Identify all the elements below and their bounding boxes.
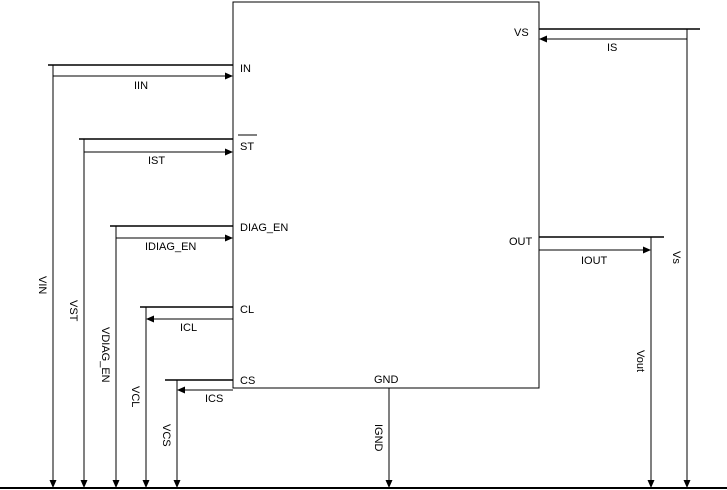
voltage-label-vcl: VCL [129, 386, 141, 407]
current-label-ignd: IGND [372, 424, 384, 452]
current-label-ist: IST [148, 155, 165, 167]
gnd-branch: GND IGND [372, 374, 399, 488]
ic-block [232, 1, 540, 389]
vout-arrow-icon [647, 480, 655, 488]
pin-label-st: ST [240, 141, 254, 153]
pin-label-cs: CS [240, 375, 255, 387]
current-label-iin: IIN [134, 80, 148, 92]
cl-branch: CL ICL VCL [129, 304, 254, 488]
voltage-label-vdiag-en: VDIAG_EN [99, 327, 111, 383]
voltage-label-vcs: VCS [160, 424, 172, 447]
vst-arrow-icon [80, 480, 88, 488]
ignd-arrow-icon [385, 480, 393, 488]
is-arrow-icon [539, 35, 547, 43]
idiag-en-arrow-icon [225, 234, 233, 242]
current-label-idiag-en: IDIAG_EN [145, 241, 196, 253]
current-label-iout: IOUT [581, 255, 608, 267]
st-branch: ST IST VST [67, 134, 257, 488]
voltage-label-vs: Vs [670, 251, 682, 264]
diag-en-branch: DIAG_EN IDIAG_EN VDIAG_EN [99, 222, 288, 488]
current-label-is: IS [607, 42, 617, 54]
icl-arrow-icon [146, 315, 154, 323]
voltage-label-vout: Vout [634, 350, 646, 372]
pin-label-in: IN [240, 63, 251, 75]
cs-branch: CS ICS VCS [160, 375, 255, 488]
vcl-arrow-icon [142, 480, 150, 488]
voltage-label-vst: VST [67, 300, 79, 322]
pin-label-gnd: GND [374, 374, 399, 386]
current-label-ics: ICS [205, 393, 223, 405]
pin-label-out: OUT [509, 236, 533, 248]
iout-arrow-icon [643, 246, 651, 254]
vcs-arrow-icon [173, 480, 181, 488]
vdiag-en-arrow-icon [112, 480, 120, 488]
voltage-label-vin: VIN [36, 276, 48, 294]
vin-arrow-icon [49, 480, 57, 488]
out-branch: OUT IOUT Vout [509, 236, 664, 488]
ics-arrow-icon [177, 386, 185, 394]
in-branch: IN IIN VIN [36, 63, 251, 488]
current-label-icl: ICL [180, 322, 197, 334]
iin-arrow-icon [225, 72, 233, 80]
pin-label-vs: VS [514, 27, 529, 39]
pin-label-diag-en: DIAG_EN [240, 222, 288, 234]
vs-branch: VS IS Vs [514, 27, 700, 488]
vs-arrow-icon [683, 480, 691, 488]
pin-label-cl: CL [240, 304, 254, 316]
ist-arrow-icon [225, 148, 233, 156]
